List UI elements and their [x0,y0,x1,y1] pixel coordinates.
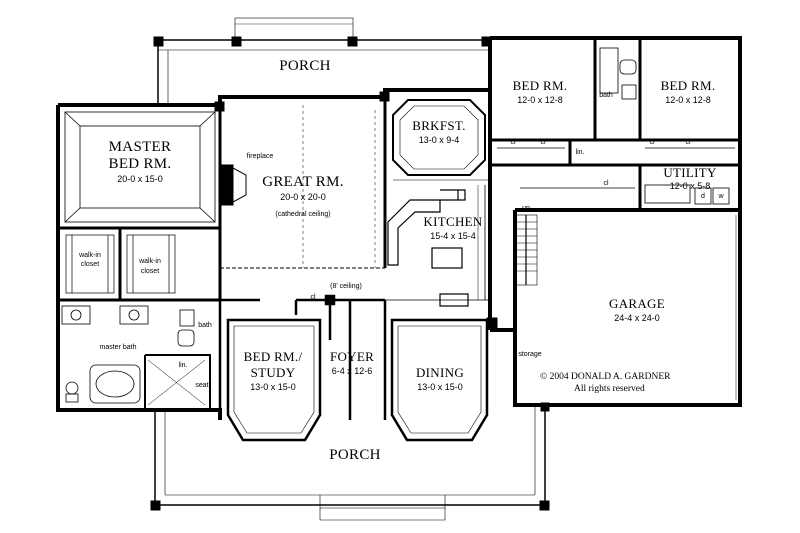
closet-label-a: cl [510,139,516,146]
dryer-label: d [701,193,705,200]
stairs [514,214,538,286]
ceiling-note-label: (8' ceiling) [330,283,362,290]
master-bath-fixtures [61,305,211,410]
garage-label: GARAGE [609,296,665,311]
kitchen-dim: 15-4 x 15-4 [430,231,476,241]
central-hall-walls [218,294,387,420]
stairs-up-label: up [522,205,530,212]
bed-study-label-2: STUDY [250,365,296,380]
fireplace-label: fireplace [246,153,274,160]
bed-study-label-1: BED RM./ [243,349,303,364]
utility-dim: 12-0 x 5-8 [669,181,711,191]
great-room-dim: 20-0 x 20-0 [280,192,326,202]
utility-label: UTILITY [663,165,717,180]
breakfast-bay [392,99,490,181]
closet-shelving [65,234,176,294]
foyer-dim: 6-4 x 12-6 [331,366,373,376]
bed-right-dim: 12-0 x 12-8 [665,95,711,105]
seat-label: seat [195,382,209,389]
bath-top-label: bath [599,92,613,99]
bedroom-wing-fixtures [497,47,735,205]
kitchen-label: KITCHEN [423,214,483,229]
closet-1-label-1: walk-in [79,252,101,259]
closet-2-label-2: closet [140,268,160,275]
foyer-label: FOYER [329,349,375,364]
garage-doors [735,215,741,400]
study-bay [226,318,322,442]
closet-2-label-1: walk-in [139,258,161,265]
closet-label-c: cl [649,139,655,146]
porch-top-label: PORCH [279,58,331,74]
master-interior-walls [58,105,222,302]
master-bath-label: master bath [99,344,137,351]
closet-label-d: cl [685,139,691,146]
exterior-walls [56,36,742,420]
closet-1-label-2: closet [80,261,100,268]
closet-label-b: cl [540,139,546,146]
bottom-porch-outline [150,402,550,521]
washer-label: w [718,193,724,200]
bed-study-dim: 13-0 x 15-0 [250,382,296,392]
master-bed-dim: 20-0 x 15-0 [117,174,163,184]
linen-bottom-label: lin. [178,362,188,369]
master-tray-ceiling [64,111,216,223]
great-room-label: GREAT RM. [262,174,344,190]
master-bed-label-1: MASTER [108,139,172,155]
linen-top-label: lin. [575,149,585,156]
closet-label-f: cl [310,294,316,301]
bedroom-wing-walls [490,38,740,210]
closet-label-e: cl [603,180,609,187]
great-room-note: (cathedral ceiling) [275,211,331,218]
kitchen-counters [385,185,490,307]
copyright-line-2: All rights reserved [574,384,645,394]
bath-mid-label: bath [198,322,212,329]
dining-dim: 13-0 x 15-0 [417,382,463,392]
top-porch-outline [153,17,492,105]
bed-left-label: BED RM. [512,78,568,93]
great-room-walls [214,91,390,269]
breakfast-dim: 13-0 x 9-4 [418,135,460,145]
bed-right-label: BED RM. [660,78,716,93]
dining-label: DINING [415,365,465,380]
bed-left-dim: 12-0 x 12-8 [517,95,563,105]
storage-label: storage [518,351,542,358]
copyright-line-1: © 2004 DONALD A. GARDNER [540,372,671,382]
master-bed-label-2: BED RM. [108,156,172,172]
dining-bay [390,317,498,442]
garage-dim: 24-4 x 24-0 [614,313,660,323]
porch-bottom-label: PORCH [329,447,381,463]
breakfast-label: BRKFST. [412,118,466,133]
